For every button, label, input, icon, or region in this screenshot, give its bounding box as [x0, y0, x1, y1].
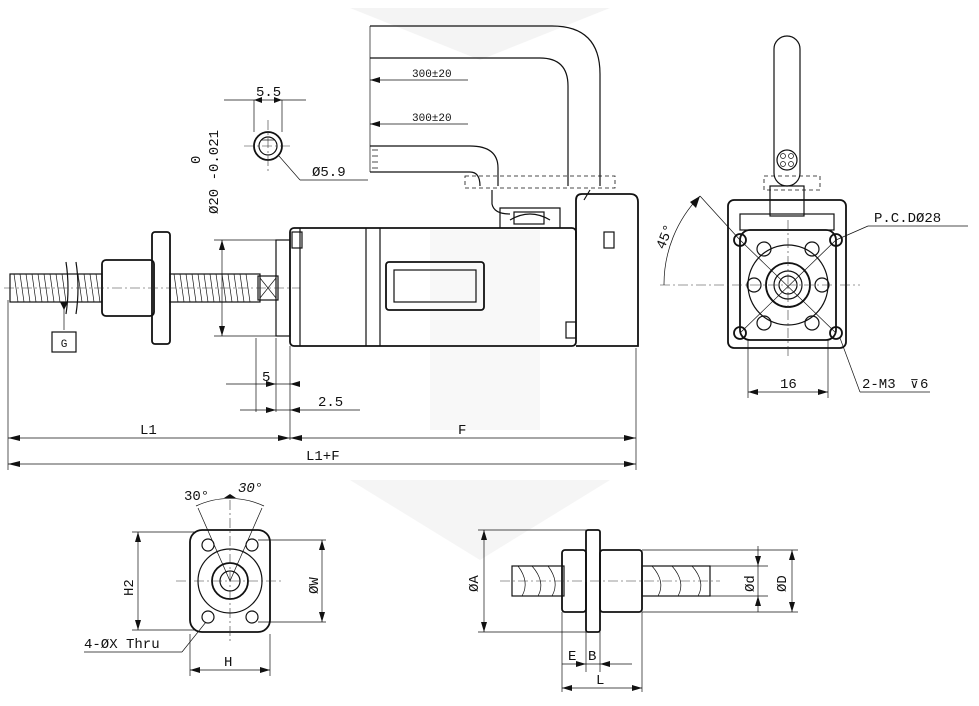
- overall-length-dims: L1 F L1+F: [7, 300, 637, 470]
- h-label: H: [224, 655, 232, 671]
- dim-h: H: [189, 634, 271, 676]
- motor-body: [289, 193, 639, 347]
- dim-d-small: Ød: [710, 546, 768, 612]
- dim-d-large: ØD: [642, 549, 798, 613]
- nut-front-view: 30° 30°: [176, 481, 284, 644]
- g-label: G: [61, 339, 68, 351]
- dim-w: ØW: [258, 539, 326, 623]
- d-small-label: Ød: [743, 575, 759, 592]
- w-label: ØW: [307, 577, 323, 594]
- shaft-section-view: 5.5 Ø5.9: [224, 85, 368, 181]
- dim-16-label: 16: [780, 377, 797, 393]
- spigot-diameter-dim: 0 Ø20 -0.021: [189, 130, 276, 337]
- b-label: B: [588, 649, 596, 665]
- cable-length-2: 300±20: [412, 113, 452, 125]
- tapped-hole-callout: 2-M3 ⊽ 6: [839, 337, 930, 393]
- screw-shaft-side-view: [4, 231, 300, 345]
- cable-length-1: 300±20: [412, 69, 452, 81]
- thread-grade-tag: G: [51, 302, 77, 353]
- tap-depth-symbol: ⊽: [910, 378, 919, 392]
- dim-16: 16: [747, 340, 829, 398]
- tap-label: 2-M3: [862, 377, 896, 393]
- dim-l1-plus-f: L1+F: [306, 449, 340, 465]
- through-hole-callout: 4-ØX Thru: [84, 621, 207, 653]
- angle-45-label: 45°: [654, 222, 678, 251]
- motor-cables: [370, 25, 616, 215]
- holes-label: 4-ØX Thru: [84, 637, 160, 653]
- pcd-label: P.C.DØ28: [874, 211, 941, 227]
- dim-e-b-l: E B L: [561, 612, 643, 692]
- cable-length-dims: 300±20 300±20: [369, 26, 468, 172]
- d-large-label: ØD: [775, 575, 791, 592]
- flat-diameter-dim: Ø5.9: [312, 165, 346, 181]
- dim-5: 5: [262, 370, 270, 386]
- dim-2-5: 2.5: [318, 395, 343, 411]
- angle-45-dim: 45°: [654, 195, 741, 286]
- angle-30-right: 30°: [238, 481, 263, 497]
- h2-label: H2: [122, 579, 138, 596]
- pcd-callout: P.C.DØ28: [835, 211, 968, 241]
- dim-h2: H2: [122, 531, 196, 631]
- nut-side-view: [500, 529, 720, 633]
- dim-l1: L1: [140, 423, 157, 439]
- spigot-length-dims: 5 2.5: [226, 338, 360, 440]
- tap-depth-label: 6: [920, 377, 928, 393]
- motor-end-view: [660, 35, 860, 356]
- dim-f: F: [458, 423, 466, 439]
- angle-30-left: 30°: [184, 489, 209, 505]
- shaft-flat-dim: 5.5: [256, 85, 281, 101]
- a-label: ØA: [467, 575, 483, 592]
- l-label: L: [596, 673, 604, 689]
- dim-a: ØA: [467, 529, 590, 633]
- tolerance-lower: Ø20 -0.021: [207, 130, 223, 214]
- watermark-logo: [350, 8, 610, 560]
- e-label: E: [568, 649, 576, 665]
- tolerance-upper: 0: [189, 156, 205, 164]
